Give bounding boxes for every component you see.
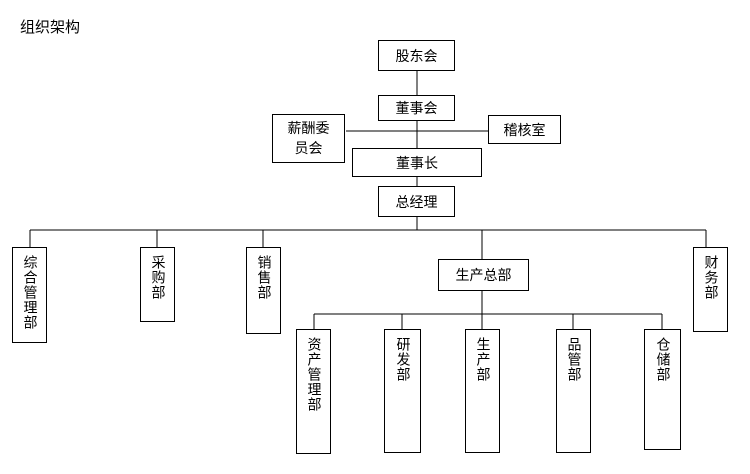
general-manager-box: 总经理	[378, 186, 455, 217]
quality-box: 品管部	[556, 329, 591, 453]
sales-label: 销售部	[255, 255, 272, 300]
production-label: 生产部	[474, 337, 491, 382]
quality-label: 品管部	[565, 337, 582, 382]
shareholders-box: 股东会	[378, 40, 455, 71]
production-box: 生产部	[465, 329, 500, 453]
purchasing-box: 采购部	[140, 247, 175, 322]
rnd-box: 研发部	[384, 329, 421, 453]
board-label: 董事会	[395, 101, 438, 117]
rnd-label: 研发部	[394, 337, 411, 382]
chairman-box: 董事长	[352, 148, 482, 177]
compensation-committee-label: 薪酬委员会	[287, 120, 330, 157]
audit-office-box: 稽核室	[488, 115, 561, 144]
board-box: 董事会	[378, 95, 455, 121]
production-general-box: 生产总部	[438, 259, 529, 291]
sales-box: 销售部	[246, 247, 281, 334]
finance-box: 财务部	[693, 247, 728, 332]
comprehensive-mgmt-box: 综合管理部	[12, 247, 47, 343]
warehouse-storage-label: 仓储部	[654, 337, 671, 382]
shareholders-label: 股东会	[395, 48, 438, 65]
production-general-label: 生产总部	[455, 268, 512, 284]
chairman-label: 董事长	[396, 155, 438, 172]
asset-mgmt-box: 资产管理部	[296, 329, 331, 454]
comprehensive-mgmt-label: 综合管理部	[21, 255, 38, 330]
general-manager-label: 总经理	[395, 194, 438, 211]
audit-office-label: 稽核室	[503, 122, 546, 139]
compensation-committee-box: 薪酬委员会	[272, 114, 345, 163]
purchasing-label: 采购部	[149, 255, 166, 300]
finance-label: 财务部	[702, 255, 719, 300]
asset-mgmt-label: 资产管理部	[305, 337, 322, 412]
warehouse-storage-box: 仓储部	[644, 329, 681, 450]
page-title: 组织架构	[20, 18, 81, 36]
